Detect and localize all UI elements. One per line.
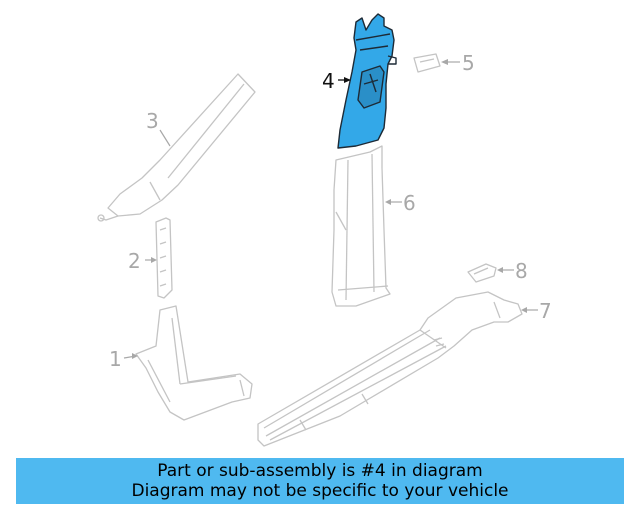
- callout-3: 3: [146, 109, 171, 147]
- callout-4: 4: [322, 69, 351, 93]
- callout-1: 1: [109, 347, 138, 371]
- callout-5-label: 5: [462, 51, 475, 75]
- part-6-b-pillar-lower-trim[interactable]: [331, 145, 391, 307]
- part-2-bracket[interactable]: [155, 217, 173, 299]
- callout-2: 2: [128, 249, 157, 273]
- part-1-lower-pillar-trim[interactable]: [135, 305, 253, 421]
- part-3-a-pillar-trim[interactable]: [97, 73, 256, 222]
- callout-4-label: 4: [322, 69, 335, 93]
- part-5-clip[interactable]: [413, 53, 441, 73]
- callout-8: 8: [497, 259, 528, 283]
- callout-8-label: 8: [515, 259, 528, 283]
- callout-5: 5: [441, 51, 475, 75]
- callout-2-label: 2: [128, 249, 141, 273]
- parts-diagram: 3 2 1 4 5 6 8: [97, 13, 552, 447]
- callout-3-label: 3: [146, 109, 159, 133]
- callout-7: 7: [521, 299, 552, 323]
- part-4-b-pillar-upper-trim[interactable]: [337, 13, 397, 149]
- part-7-sill-plate[interactable]: [257, 291, 523, 447]
- callout-7-label: 7: [539, 299, 552, 323]
- callout-6-label: 6: [403, 191, 416, 215]
- banner-line-part: Part or sub-assembly is #4 in diagram: [157, 461, 483, 481]
- disclaimer-banner: Part or sub-assembly is #4 in diagram Di…: [16, 458, 624, 504]
- callout-6: 6: [385, 191, 416, 215]
- banner-line-disclaimer: Diagram may not be specific to your vehi…: [131, 481, 509, 501]
- callout-1-label: 1: [109, 347, 122, 371]
- part-8-grommet[interactable]: [467, 263, 497, 283]
